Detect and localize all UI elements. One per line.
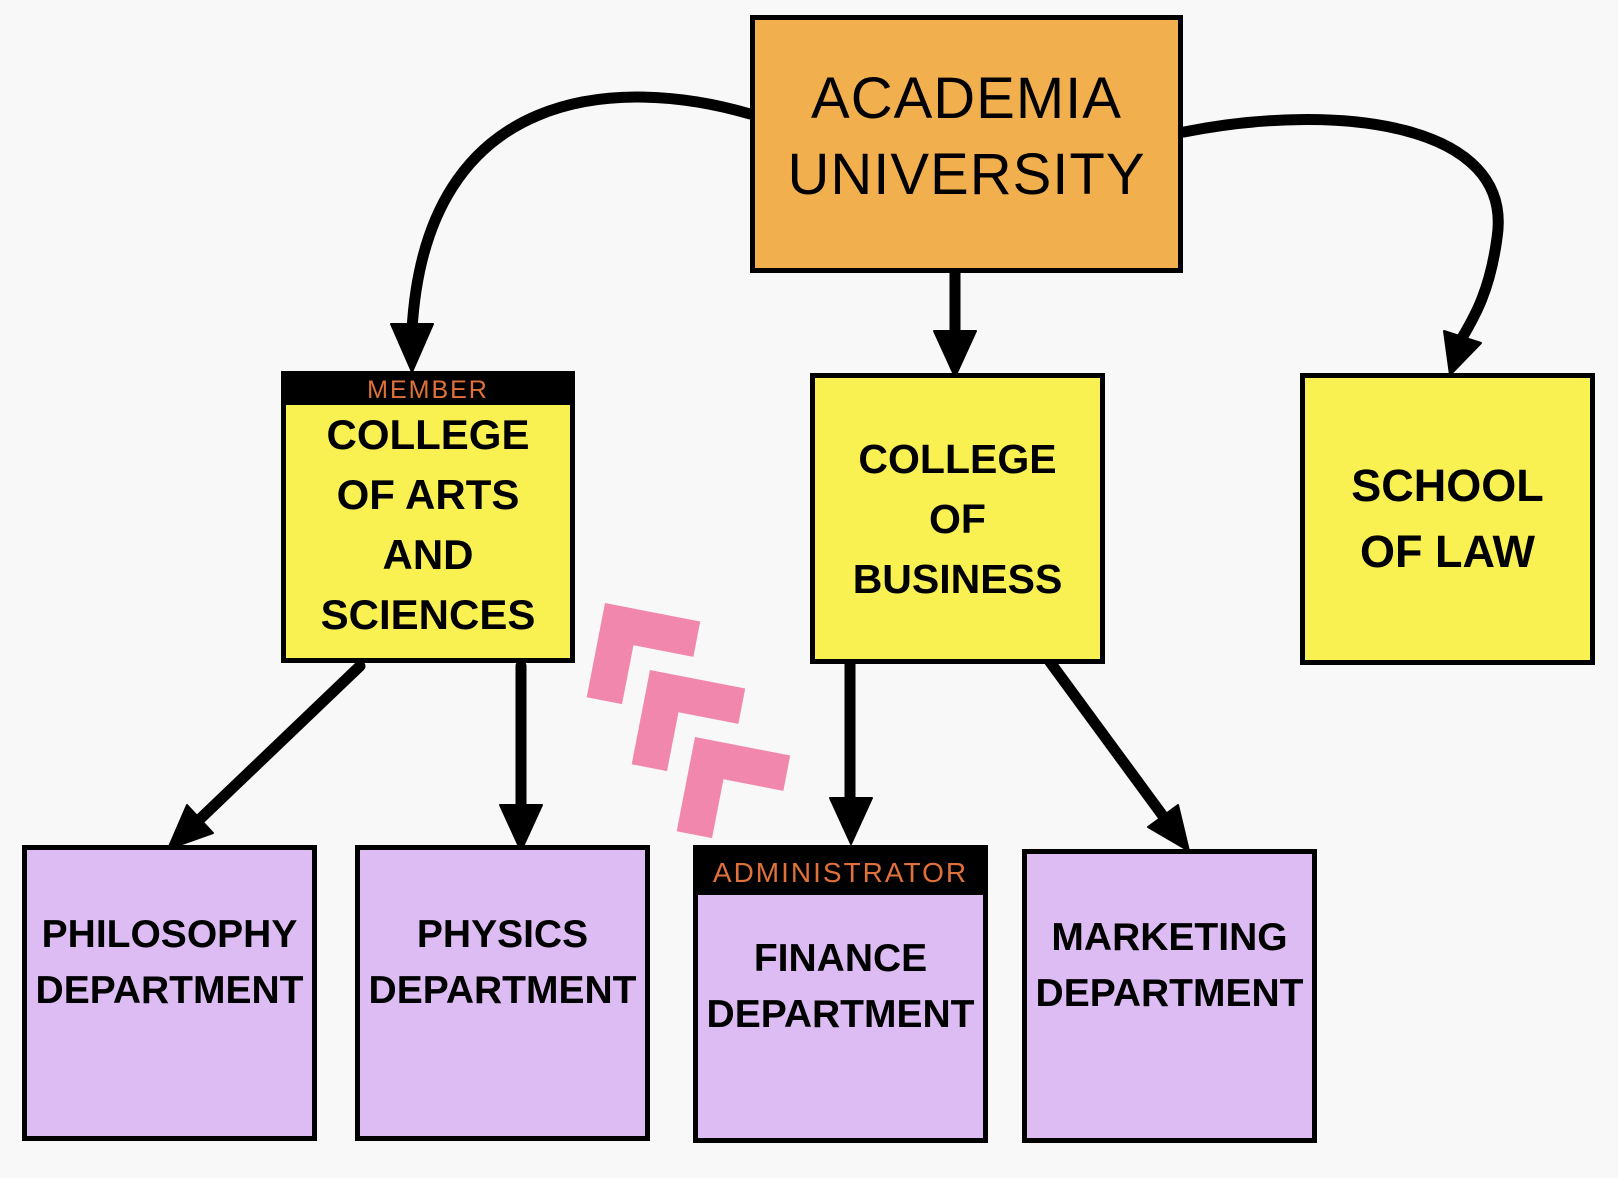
administrator-badge: ADMINISTRATOR (698, 850, 983, 895)
pink-chevron-3 (676, 737, 791, 839)
finance-department-label: FINANCE DEPARTMENT (706, 936, 975, 1036)
college-of-business-label: COLLEGE OF BUSINESS (852, 435, 1063, 602)
arrow-arts-sciences-to-philosophy (194, 660, 366, 825)
node-college-of-arts-and-sciences[interactable]: MEMBER COLLEGE OF ARTS AND SCIENCES (281, 371, 575, 663)
node-academia-university[interactable]: ACADEMIA UNIVERSITY (750, 15, 1183, 273)
node-finance-department[interactable]: ADMINISTRATOR FINANCE DEPARTMENT (693, 845, 988, 1143)
arrow-business-to-finance-arrowhead (829, 797, 873, 845)
node-marketing-department[interactable]: MARKETING DEPARTMENT (1022, 849, 1317, 1143)
arrow-university-to-law-arrowhead (1443, 330, 1482, 376)
arrow-university-to-arts-sciences (406, 91, 756, 336)
pink-chevron-1 (586, 603, 701, 705)
node-philosophy-department[interactable]: PHILOSOPHY DEPARTMENT (22, 845, 317, 1141)
pink-chevron-2 (631, 670, 746, 772)
node-physics-department[interactable]: PHYSICS DEPARTMENT (355, 845, 650, 1141)
school-of-law-label: SCHOOL OF LAW (1351, 460, 1544, 577)
physics-department-label: PHYSICS DEPARTMENT (368, 913, 637, 1012)
philosophy-department-label: PHILOSOPHY DEPARTMENT (35, 913, 304, 1012)
arrow-business-to-marketing-arrowhead (1147, 804, 1190, 852)
college-of-arts-and-sciences-label: COLLEGE OF ARTS AND SCIENCES (320, 411, 536, 638)
node-college-of-business[interactable]: COLLEGE OF BUSINESS (810, 373, 1105, 664)
member-badge: MEMBER (286, 376, 570, 405)
marketing-department-label: MARKETING DEPARTMENT (1035, 916, 1304, 1015)
node-school-of-law[interactable]: SCHOOL OF LAW (1300, 373, 1595, 665)
arrow-business-to-marketing (1044, 656, 1169, 822)
arrow-university-to-arts-sciences-arrowhead (390, 323, 434, 373)
academia-university-label: ACADEMIA UNIVERSITY (787, 66, 1146, 207)
arrow-arts-sciences-to-philosophy-arrowhead (167, 804, 214, 850)
arrow-university-to-law (1178, 114, 1504, 344)
arrow-university-to-business-arrowhead (933, 330, 977, 378)
